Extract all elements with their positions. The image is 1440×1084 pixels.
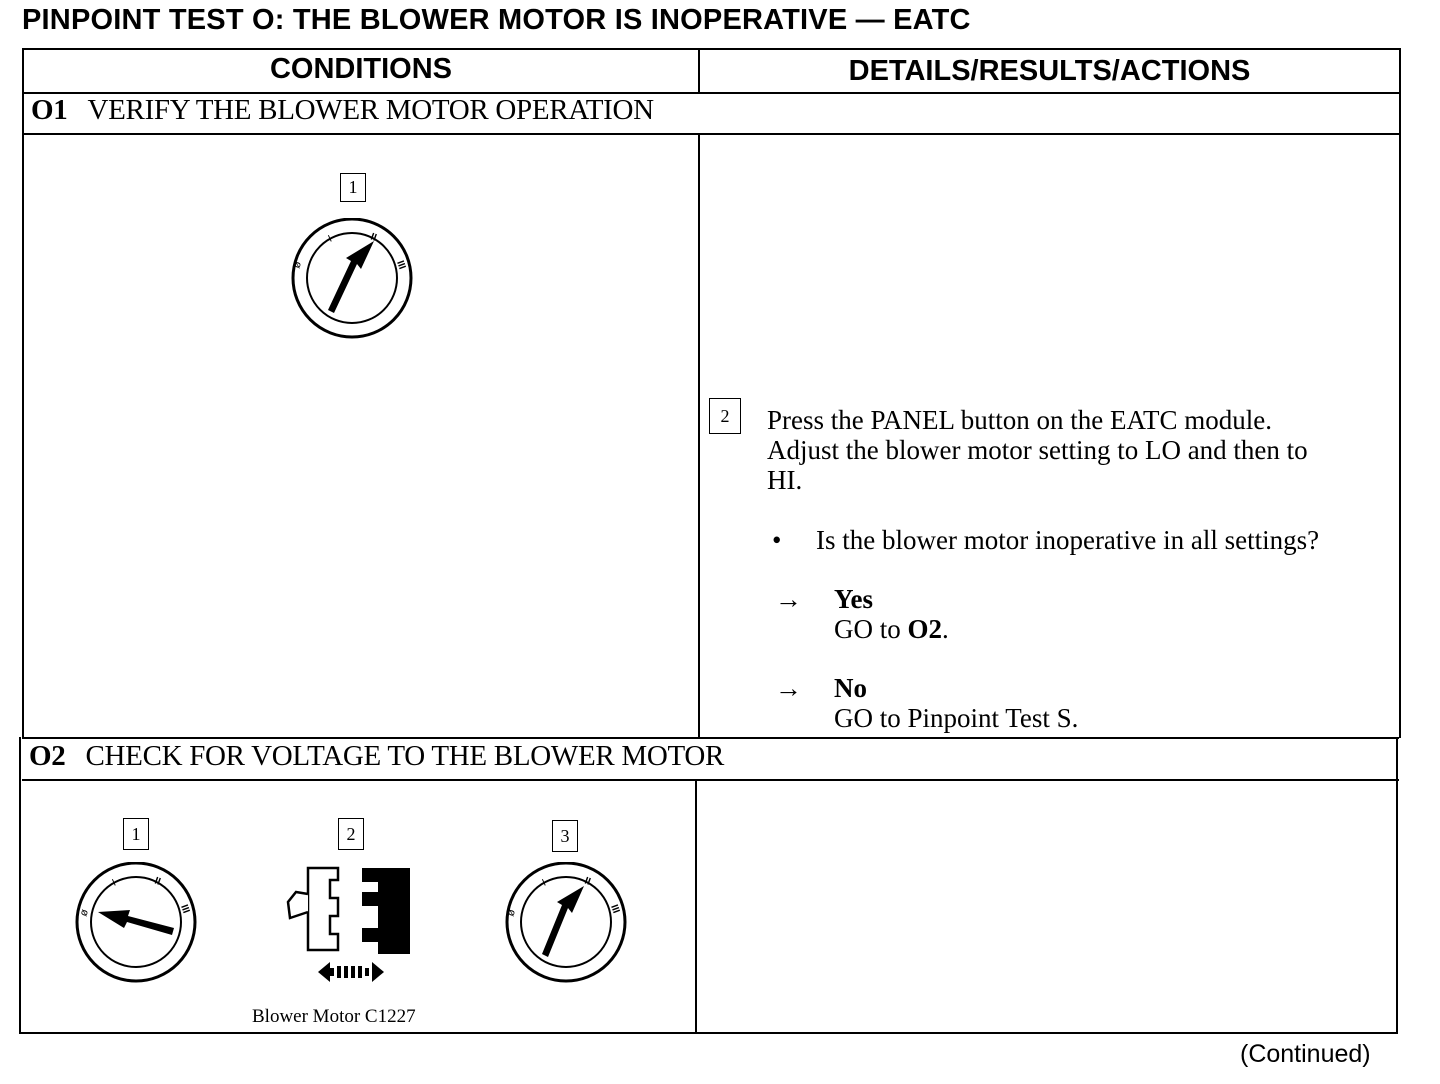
callout-2: 2 bbox=[709, 398, 741, 434]
ignition-switch-run-icon: ø I II III bbox=[505, 862, 627, 983]
instruction-line: Adjust the blower motor setting to LO an… bbox=[767, 435, 1308, 465]
svg-text:II: II bbox=[153, 875, 162, 887]
svg-text:I: I bbox=[327, 234, 334, 245]
illustration-caption: Blower Motor C1227 bbox=[252, 1006, 416, 1027]
svg-text:ø: ø bbox=[505, 907, 519, 918]
step-title: CHECK FOR VOLTAGE TO THE BLOWER MOTOR bbox=[85, 740, 725, 772]
step-header-o2: O2 CHECK FOR VOLTAGE TO THE BLOWER MOTOR bbox=[29, 740, 724, 773]
arrow-right-icon: → bbox=[775, 584, 802, 614]
ignition-switch-off-icon: ø I II III bbox=[75, 862, 197, 983]
column-header-details: DETAILS/RESULTS/ACTIONS bbox=[848, 55, 1251, 87]
svg-text:III: III bbox=[608, 903, 621, 915]
svg-text:III: III bbox=[394, 259, 407, 271]
svg-text:I: I bbox=[111, 878, 118, 889]
step-title: VERIFY THE BLOWER MOTOR OPERATION bbox=[87, 94, 654, 126]
callout-1: 1 bbox=[340, 173, 366, 202]
arrow-right-icon: → bbox=[775, 673, 802, 703]
svg-text:ø: ø bbox=[291, 259, 305, 270]
bullet: • bbox=[772, 525, 782, 555]
instruction-line: Press the PANEL button on the EATC modul… bbox=[767, 405, 1272, 435]
result-yes-label: Yes bbox=[834, 584, 873, 614]
svg-text:II: II bbox=[369, 231, 378, 243]
result-no-action: GO to Pinpoint Test S. bbox=[834, 703, 1079, 733]
step-id: O1 bbox=[31, 94, 68, 126]
result-yes-action: GO to O2. bbox=[834, 614, 949, 644]
page-title: PINPOINT TEST O: THE BLOWER MOTOR IS INO… bbox=[22, 4, 971, 36]
svg-text:II: II bbox=[583, 875, 592, 887]
instruction-line: HI. bbox=[767, 465, 803, 495]
step-id: O2 bbox=[29, 740, 66, 772]
callout-2: 2 bbox=[338, 818, 364, 850]
step-reference-link[interactable]: O2 bbox=[907, 614, 943, 644]
svg-text:I: I bbox=[541, 878, 548, 889]
instruction-text: Press the PANEL button on the EATC modul… bbox=[767, 405, 1387, 495]
callout-3: 3 bbox=[552, 820, 578, 852]
step-header-o1: O1 VERIFY THE BLOWER MOTOR OPERATION bbox=[31, 94, 654, 127]
svg-text:III: III bbox=[178, 903, 191, 915]
continued-note: (Continued) bbox=[1240, 1040, 1371, 1068]
ignition-switch-run-icon: ø I II III bbox=[291, 218, 413, 339]
question-text: Is the blower motor inoperative in all s… bbox=[816, 525, 1320, 555]
svg-text:ø: ø bbox=[78, 907, 92, 918]
callout-1: 1 bbox=[123, 818, 149, 850]
column-header-conditions: CONDITIONS bbox=[269, 53, 453, 85]
result-no-label: No bbox=[834, 673, 867, 703]
connector-disconnect-icon bbox=[286, 866, 410, 982]
